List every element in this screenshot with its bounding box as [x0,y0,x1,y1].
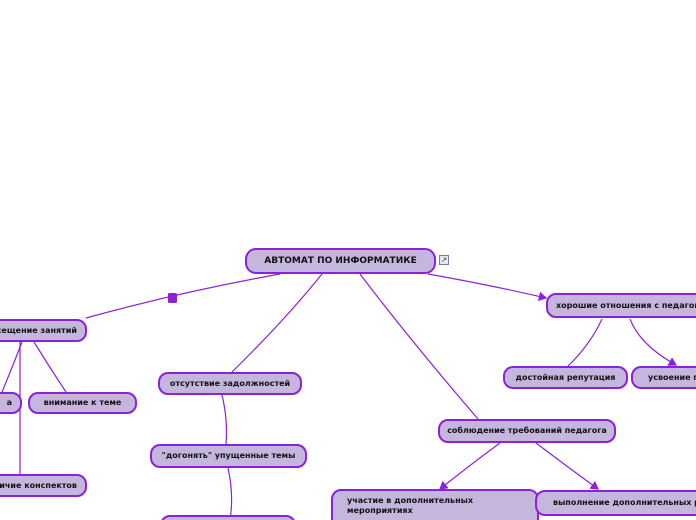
node-reputation[interactable]: достойная репутация [503,366,628,389]
node-catch-up[interactable]: "догонять" упущенные темы [150,444,307,468]
link-relations-mastery [629,318,678,366]
link-requirements-extra-events [439,442,501,490]
collapse-handle[interactable] [168,293,177,303]
link-attendance-lectures [1,341,23,393]
node-extra-events[interactable]: участие в дополнительных мероприятиях [331,489,539,520]
node-mastery[interactable]: усвоение предмета [631,366,696,389]
node-extra-work[interactable]: выполнение дополнительных работ [535,490,696,516]
link-root-good-relations [427,273,548,302]
node-requirements[interactable]: соблюдение требований педагога [438,419,616,443]
link-root-requirements [359,273,479,420]
link-relations-reputation [567,318,603,367]
link-no-debts-catch-up [221,394,228,445]
node-attention[interactable]: внимание к теме [28,392,137,414]
link-requirements-extra-work [535,442,599,490]
link-attendance-attention [33,341,67,393]
node-no-debts[interactable]: отсутствие задолжностей [158,372,302,395]
link-root-attendance [85,273,281,319]
node-attendance[interactable]: посещение занятий [0,319,87,342]
link-catch-up-next [227,467,233,520]
link-root-no-debts [231,273,323,373]
node-notes[interactable]: наличие конспектов [0,474,87,497]
node-lectures[interactable]: а [0,392,22,414]
node-next-truncated[interactable] [160,515,296,520]
root-node[interactable]: АВТОМАТ ПО ИНФОРМАТИКЕ [245,248,436,274]
external-link-icon[interactable]: ↗ [439,255,449,265]
node-good-relations[interactable]: хорошие отношения с педагогом [546,293,696,318]
